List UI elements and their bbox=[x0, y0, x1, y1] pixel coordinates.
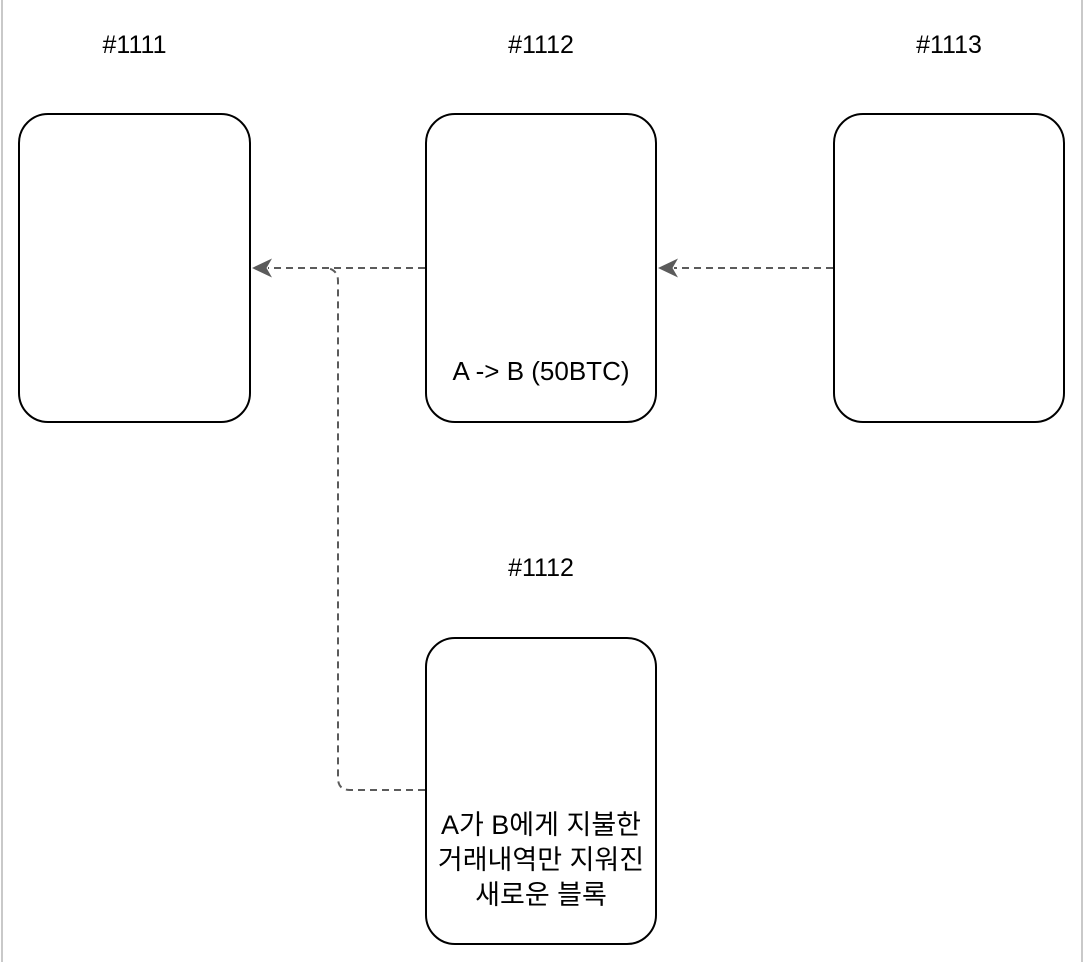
description-line-3: 새로운 블록 bbox=[475, 880, 607, 910]
block-label-1112-top: #1112 bbox=[508, 31, 574, 59]
arrowhead-into-1111 bbox=[252, 258, 272, 278]
block-1111 bbox=[18, 113, 251, 423]
arrowhead-into-1112 bbox=[658, 258, 678, 278]
block-label-1112-new: #1112 bbox=[508, 554, 574, 582]
page-edge-left bbox=[1, 0, 3, 962]
block-1112-new: A가 B에게 지불한 거래내역만 지워진 새로운 블록 bbox=[425, 637, 657, 945]
page-edge-right bbox=[1081, 0, 1083, 962]
block-label-1113: #1113 bbox=[916, 31, 982, 59]
block-1112-top: A -> B (50BTC) bbox=[425, 113, 657, 423]
block-1112-new-description: A가 B에게 지불한 거래내역만 지워진 새로운 블록 bbox=[438, 808, 644, 943]
description-line-2: 거래내역만 지워진 bbox=[437, 845, 645, 875]
description-line-1: A가 B에게 지불한 bbox=[440, 810, 642, 840]
block-label-1111: #1111 bbox=[102, 31, 167, 59]
block-1113 bbox=[833, 113, 1065, 423]
connector-new-block-branch bbox=[326, 267, 425, 791]
block-1112-transaction-text: A -> B (50BTC) bbox=[452, 356, 630, 386]
